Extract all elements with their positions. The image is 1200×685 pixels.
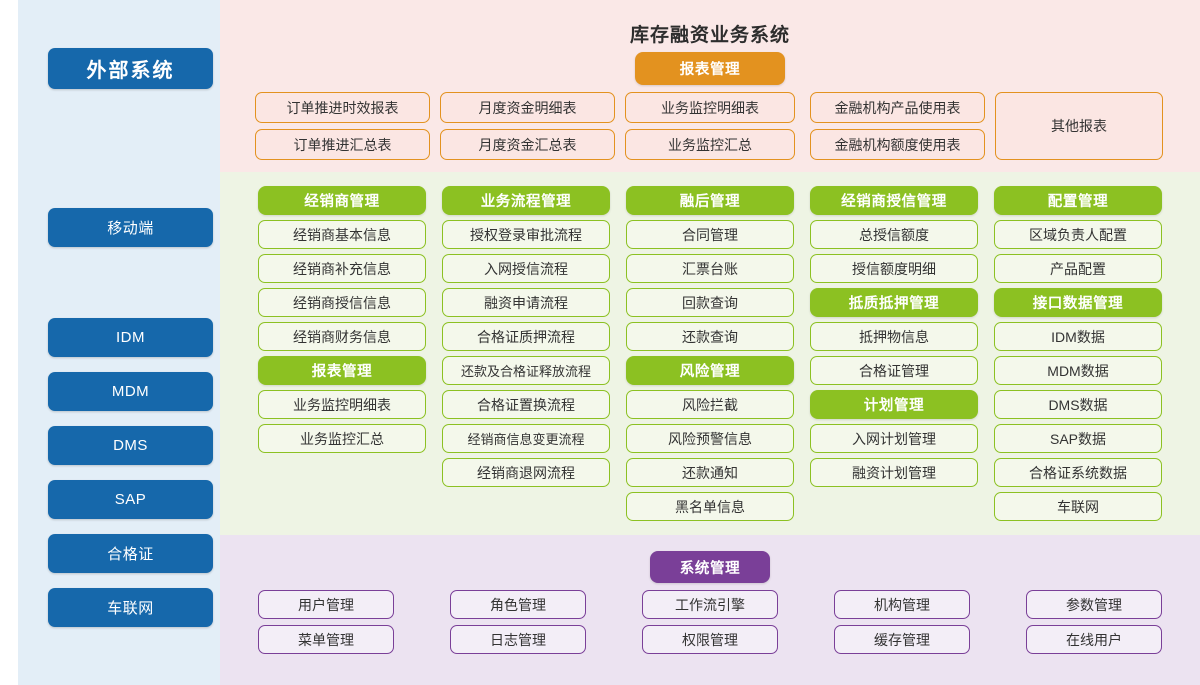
group-header-risk-management[interactable]: 风险管理 bbox=[626, 356, 794, 385]
group-header-plan-management[interactable]: 计划管理 bbox=[810, 390, 978, 419]
core-item[interactable]: 抵押物信息 bbox=[810, 322, 978, 351]
core-item[interactable]: 车联网 bbox=[994, 492, 1162, 521]
system-management-header[interactable]: 系统管理 bbox=[650, 551, 770, 583]
report-item[interactable]: 月度资金汇总表 bbox=[440, 129, 615, 160]
group-header-dealer-credit[interactable]: 经销商授信管理 bbox=[810, 186, 978, 215]
system-item[interactable]: 工作流引擎 bbox=[642, 590, 778, 619]
group-header-interface-data[interactable]: 接口数据管理 bbox=[994, 288, 1162, 317]
report-item[interactable]: 业务监控明细表 bbox=[625, 92, 795, 123]
system-item[interactable]: 机构管理 bbox=[834, 590, 970, 619]
report-item[interactable]: 订单推进汇总表 bbox=[255, 129, 430, 160]
report-item[interactable]: 金融机构产品使用表 bbox=[810, 92, 985, 123]
system-item[interactable]: 角色管理 bbox=[450, 590, 586, 619]
core-item[interactable]: 黑名单信息 bbox=[626, 492, 794, 521]
rail-item-mdm[interactable]: MDM bbox=[48, 372, 213, 411]
core-item[interactable]: 还款及合格证释放流程 bbox=[442, 356, 610, 385]
core-item[interactable]: 融资申请流程 bbox=[442, 288, 610, 317]
core-item[interactable]: 汇票台账 bbox=[626, 254, 794, 283]
group-header-report-management[interactable]: 报表管理 bbox=[258, 356, 426, 385]
rail-item-mobile[interactable]: 移动端 bbox=[48, 208, 213, 247]
core-item[interactable]: 风险预警信息 bbox=[626, 424, 794, 453]
core-item[interactable]: SAP数据 bbox=[994, 424, 1162, 453]
core-item[interactable]: IDM数据 bbox=[994, 322, 1162, 351]
core-item[interactable]: 合格证系统数据 bbox=[994, 458, 1162, 487]
core-item[interactable]: 经销商授信信息 bbox=[258, 288, 426, 317]
report-item[interactable]: 业务监控汇总 bbox=[625, 129, 795, 160]
system-item[interactable]: 权限管理 bbox=[642, 625, 778, 654]
core-item[interactable]: 回款查询 bbox=[626, 288, 794, 317]
system-item[interactable]: 参数管理 bbox=[1026, 590, 1162, 619]
rail-item-certificate[interactable]: 合格证 bbox=[48, 534, 213, 573]
page-title: 库存融资业务系统 bbox=[629, 25, 790, 46]
system-item[interactable]: 日志管理 bbox=[450, 625, 586, 654]
rail-item-telematics[interactable]: 车联网 bbox=[48, 588, 213, 627]
rail-item-idm[interactable]: IDM bbox=[48, 318, 213, 357]
external-systems-header: 外部系统 bbox=[48, 48, 213, 89]
group-header-configuration[interactable]: 配置管理 bbox=[994, 186, 1162, 215]
system-item[interactable]: 用户管理 bbox=[258, 590, 394, 619]
core-item[interactable]: 合格证管理 bbox=[810, 356, 978, 385]
group-header-dealer-management[interactable]: 经销商管理 bbox=[258, 186, 426, 215]
report-management-header[interactable]: 报表管理 bbox=[635, 52, 785, 85]
core-item[interactable]: 经销商财务信息 bbox=[258, 322, 426, 351]
report-item[interactable]: 月度资金明细表 bbox=[440, 92, 615, 123]
system-item[interactable]: 在线用户 bbox=[1026, 625, 1162, 654]
core-item[interactable]: 经销商基本信息 bbox=[258, 220, 426, 249]
core-item[interactable]: 入网授信流程 bbox=[442, 254, 610, 283]
group-header-post-financing[interactable]: 融后管理 bbox=[626, 186, 794, 215]
core-item[interactable]: 经销商信息变更流程 bbox=[442, 424, 610, 453]
core-item[interactable]: 合格证置换流程 bbox=[442, 390, 610, 419]
rail-item-dms[interactable]: DMS bbox=[48, 426, 213, 465]
rail-item-sap[interactable]: SAP bbox=[48, 480, 213, 519]
core-item[interactable]: 区域负责人配置 bbox=[994, 220, 1162, 249]
core-item[interactable]: 还款通知 bbox=[626, 458, 794, 487]
core-item[interactable]: 产品配置 bbox=[994, 254, 1162, 283]
core-item[interactable]: 总授信额度 bbox=[810, 220, 978, 249]
core-item[interactable]: 融资计划管理 bbox=[810, 458, 978, 487]
core-item[interactable]: 风险拦截 bbox=[626, 390, 794, 419]
report-item[interactable]: 金融机构额度使用表 bbox=[810, 129, 985, 160]
core-item[interactable]: 入网计划管理 bbox=[810, 424, 978, 453]
system-item[interactable]: 缓存管理 bbox=[834, 625, 970, 654]
core-item[interactable]: 合格证质押流程 bbox=[442, 322, 610, 351]
system-item[interactable]: 菜单管理 bbox=[258, 625, 394, 654]
core-item[interactable]: 经销商退网流程 bbox=[442, 458, 610, 487]
core-item[interactable]: 经销商补充信息 bbox=[258, 254, 426, 283]
core-item[interactable]: 授信额度明细 bbox=[810, 254, 978, 283]
core-item[interactable]: 合同管理 bbox=[626, 220, 794, 249]
group-header-collateral[interactable]: 抵质抵押管理 bbox=[810, 288, 978, 317]
report-item-other[interactable]: 其他报表 bbox=[995, 92, 1163, 160]
core-item[interactable]: 业务监控汇总 bbox=[258, 424, 426, 453]
core-item[interactable]: MDM数据 bbox=[994, 356, 1162, 385]
report-item[interactable]: 订单推进时效报表 bbox=[255, 92, 430, 123]
core-item[interactable]: 授权登录审批流程 bbox=[442, 220, 610, 249]
core-item[interactable]: 还款查询 bbox=[626, 322, 794, 351]
core-item[interactable]: 业务监控明细表 bbox=[258, 390, 426, 419]
core-item[interactable]: DMS数据 bbox=[994, 390, 1162, 419]
external-systems-rail: 外部系统 移动端 IDM MDM DMS SAP 合格证 车联网 bbox=[18, 0, 220, 685]
group-header-business-process[interactable]: 业务流程管理 bbox=[442, 186, 610, 215]
